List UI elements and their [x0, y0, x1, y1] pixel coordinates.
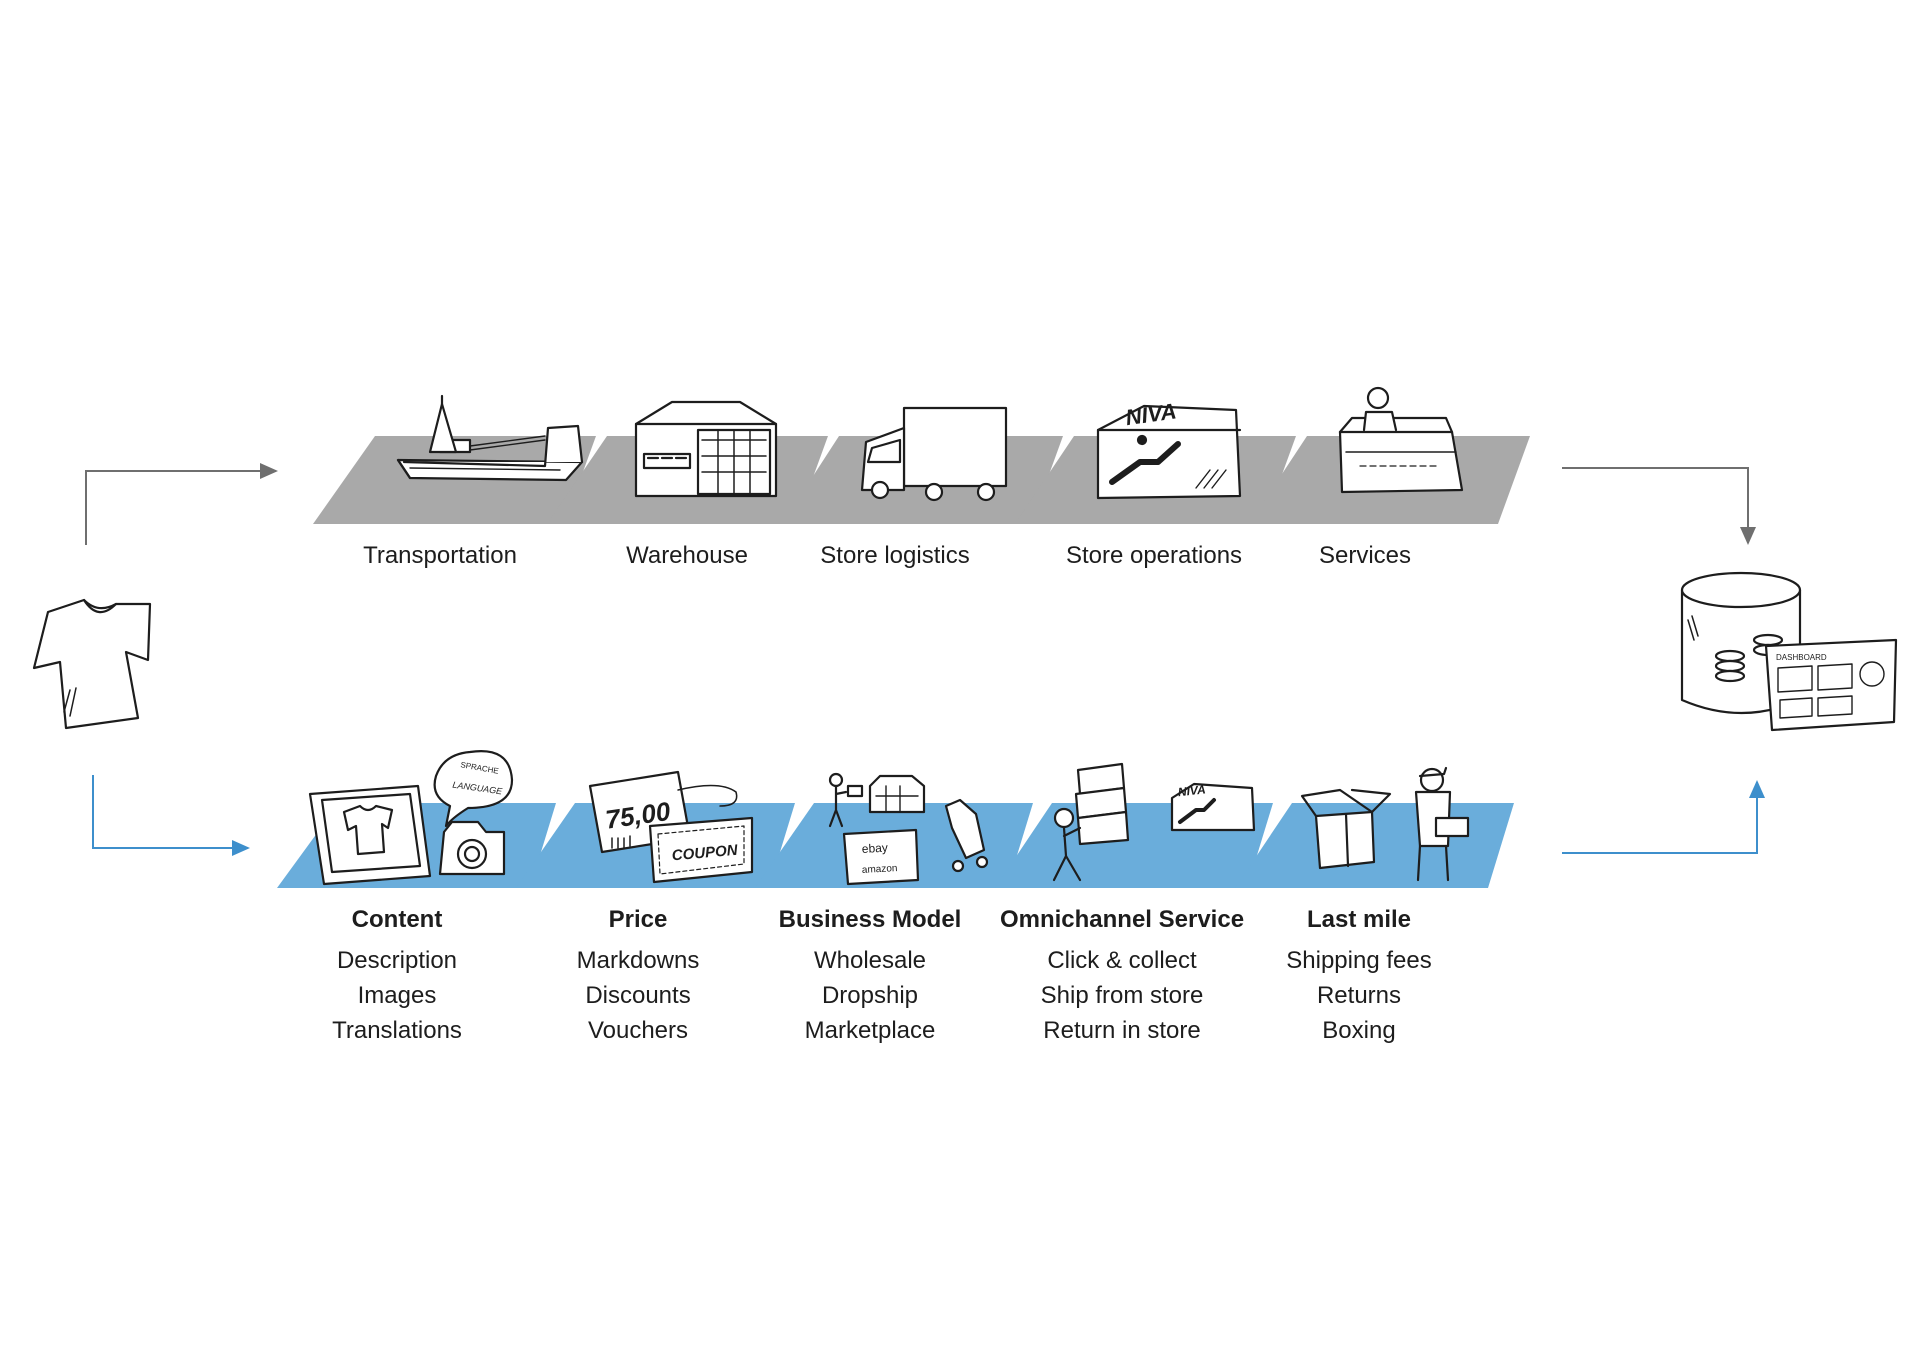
delivery-person-icon [1300, 766, 1470, 882]
bottom-end-arrow [1562, 780, 1765, 854]
list-item: Translations [332, 1017, 462, 1044]
warehouse-icon [634, 400, 778, 498]
list-item: Dropship [821, 982, 919, 1009]
step-title-last-mile: Last mile [1306, 906, 1412, 933]
database-dashboard-icon: DASHBOARD [1680, 571, 1898, 732]
amazon-text: amazon [862, 863, 898, 876]
step-title-business-model: Business Model [778, 906, 962, 933]
delivery-truck-icon [860, 406, 1008, 502]
step-label-store-logistics: Store logistics [820, 542, 970, 569]
bottom-start-arrow [92, 775, 250, 856]
step-label-transportation: Transportation [363, 542, 517, 569]
content-photo-icon: SPRACHE LANGUAGE [308, 750, 514, 886]
content-items: Description Images Translations [257, 943, 537, 1048]
top-start-arrow [85, 463, 278, 545]
list-item: Wholesale [813, 947, 927, 974]
cargo-ship-icon [396, 394, 584, 482]
list-item: Vouchers [587, 1017, 689, 1044]
list-item: Images [357, 982, 437, 1009]
price-tag-icon: 75,00 COUPON [588, 770, 754, 884]
last-mile-items: Shipping fees Returns Boxing [1219, 943, 1499, 1048]
list-item: Shipping fees [1286, 947, 1432, 974]
omnichannel-icon: NIVA [1052, 762, 1256, 882]
t-shirt-icon [32, 598, 152, 730]
step-label-services: Services [1318, 542, 1412, 569]
step-title-price: Price [608, 906, 668, 933]
step-label-store-operations: Store operations [1065, 542, 1243, 569]
step-label-warehouse: Warehouse [626, 542, 748, 569]
list-item: Return in store [1043, 1017, 1201, 1044]
business-model-items: Wholesale Dropship Marketplace [730, 943, 1010, 1048]
list-item: Discounts [585, 982, 691, 1009]
dashboard-text: DASHBOARD [1776, 653, 1827, 662]
store-building-icon: NIVA [1096, 398, 1242, 500]
list-item: Click & collect [1047, 947, 1197, 974]
list-item: Markdowns [576, 947, 700, 974]
price-items: Markdowns Discounts Vouchers [498, 943, 778, 1048]
list-item: Description [336, 947, 458, 974]
top-end-arrow [1562, 467, 1756, 545]
ebay-text: ebay [861, 841, 888, 856]
shop-counter-icon [1338, 386, 1464, 494]
list-item: Ship from store [1040, 982, 1204, 1009]
list-item: Marketplace [804, 1017, 936, 1044]
coupon-text: COUPON [671, 842, 739, 865]
step-title-omnichannel-service: Omnichannel Service [999, 906, 1245, 933]
list-item: Returns [1316, 982, 1402, 1009]
business-model-icon: ebay amazon [828, 772, 989, 886]
store-sign-text-small: NIVA [1177, 782, 1206, 799]
step-title-content: Content [351, 906, 443, 933]
omnichannel-items: Click & collect Ship from store Return i… [982, 943, 1262, 1048]
list-item: Boxing [1322, 1017, 1396, 1044]
